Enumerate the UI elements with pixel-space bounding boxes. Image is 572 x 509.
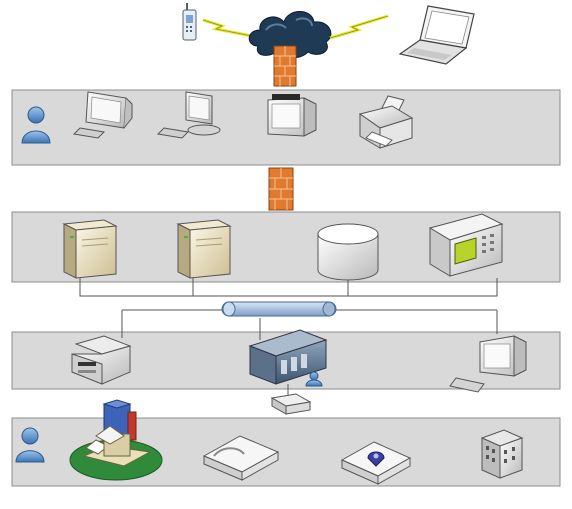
tower-server-icon: [62, 219, 118, 279]
user-icon: [21, 106, 51, 144]
internet-cloud-icon: [248, 11, 332, 59]
firewall-icon: [268, 167, 294, 211]
user-icon: [15, 427, 45, 463]
mobile-phone-icon: [182, 3, 197, 41]
firewall-icon: [273, 45, 297, 87]
connection-lines: [79, 278, 498, 396]
desktop-computer-icon: [72, 91, 133, 139]
lightning-bolt-right-icon: [329, 14, 389, 40]
workstation-icon: [449, 335, 527, 393]
network-bus-icon: [221, 301, 337, 317]
network-switch-icon: [270, 393, 312, 415]
lightning-bolt-left-icon: [202, 18, 253, 38]
database-icon: [317, 223, 379, 281]
multifunction-printer-icon: [71, 335, 132, 385]
monitoring-device-icon: [428, 213, 504, 277]
office-building-icon: [480, 429, 524, 479]
campus-building-icon: [69, 399, 163, 481]
location-appliance-icon: [340, 441, 412, 485]
desktop-computer-icon: [156, 91, 221, 139]
rack-server-icon: [248, 329, 328, 387]
storage-appliance-icon: [202, 435, 280, 481]
printer-icon: [358, 95, 414, 149]
crt-monitor-icon: [267, 94, 317, 137]
laptop-icon: [398, 5, 475, 65]
tower-server-icon: [176, 219, 232, 279]
